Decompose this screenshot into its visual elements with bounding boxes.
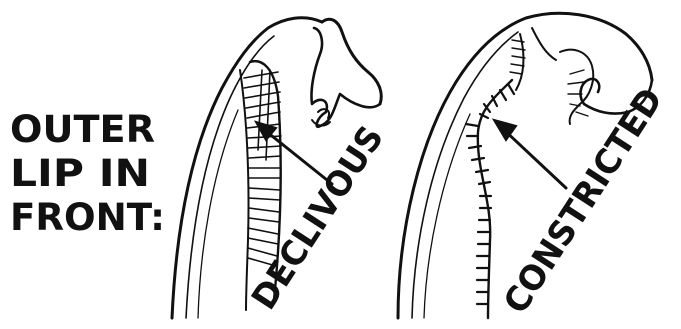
label-line-outer: OUTER	[10, 108, 155, 151]
outer-lip-label: OUTER LIP IN FRONT:	[10, 108, 165, 239]
shell-declivous-arrow	[256, 122, 332, 184]
shell-constricted-outer-edge-shade	[424, 114, 470, 318]
shell-constricted-aperture	[516, 28, 556, 90]
shell-declivous-hatching	[244, 70, 281, 266]
shell-declivous: DECLIVOUS	[172, 18, 392, 318]
label-constricted: CONSTRICTED	[496, 81, 671, 321]
shell-constricted: CONSTRICTED	[398, 13, 671, 321]
shell-declivous-outer-edge-shade	[198, 110, 238, 318]
shell-constricted-arrow	[494, 120, 566, 188]
shell-declivous-apex	[322, 19, 381, 104]
label-line-lip-in: LIP IN	[10, 152, 150, 195]
shell-declivous-lip-inner	[240, 70, 249, 310]
shell-constricted-outer-edge-inner	[412, 32, 518, 318]
label-line-front: FRONT:	[10, 196, 165, 239]
shell-constricted-columella-ribs	[568, 70, 588, 116]
